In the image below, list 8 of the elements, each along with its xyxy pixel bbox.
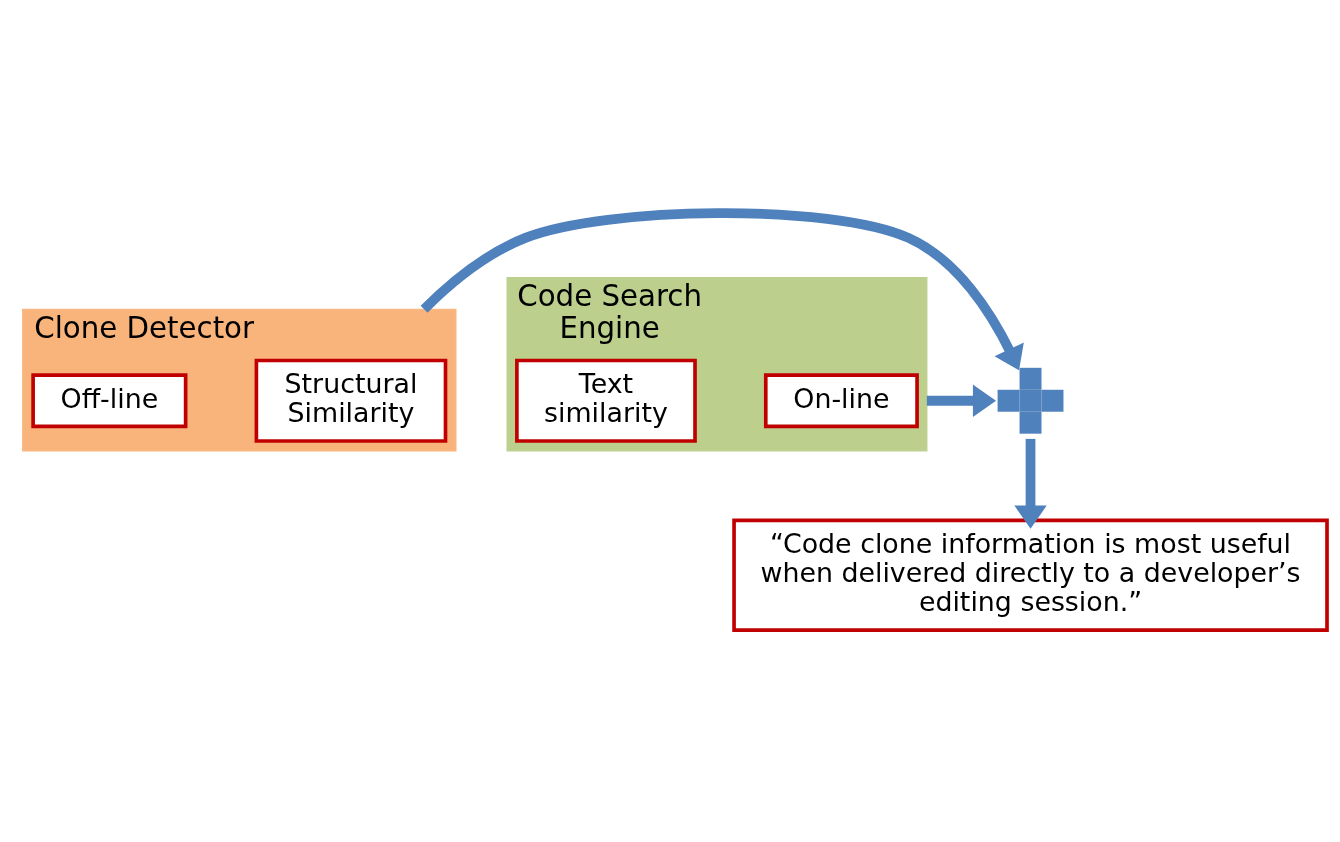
arrow [420,207,1024,370]
arrow [926,384,997,417]
arrow [1014,438,1047,529]
node-box: On-line [763,372,919,428]
node-box: Off-line [31,372,188,428]
node-box: Structural Similarity [254,358,448,443]
node-box: “Code clone information is most useful when delivered directly to a developer’s editing session.” [732,517,1329,632]
node-box: Text similarity [515,358,697,443]
